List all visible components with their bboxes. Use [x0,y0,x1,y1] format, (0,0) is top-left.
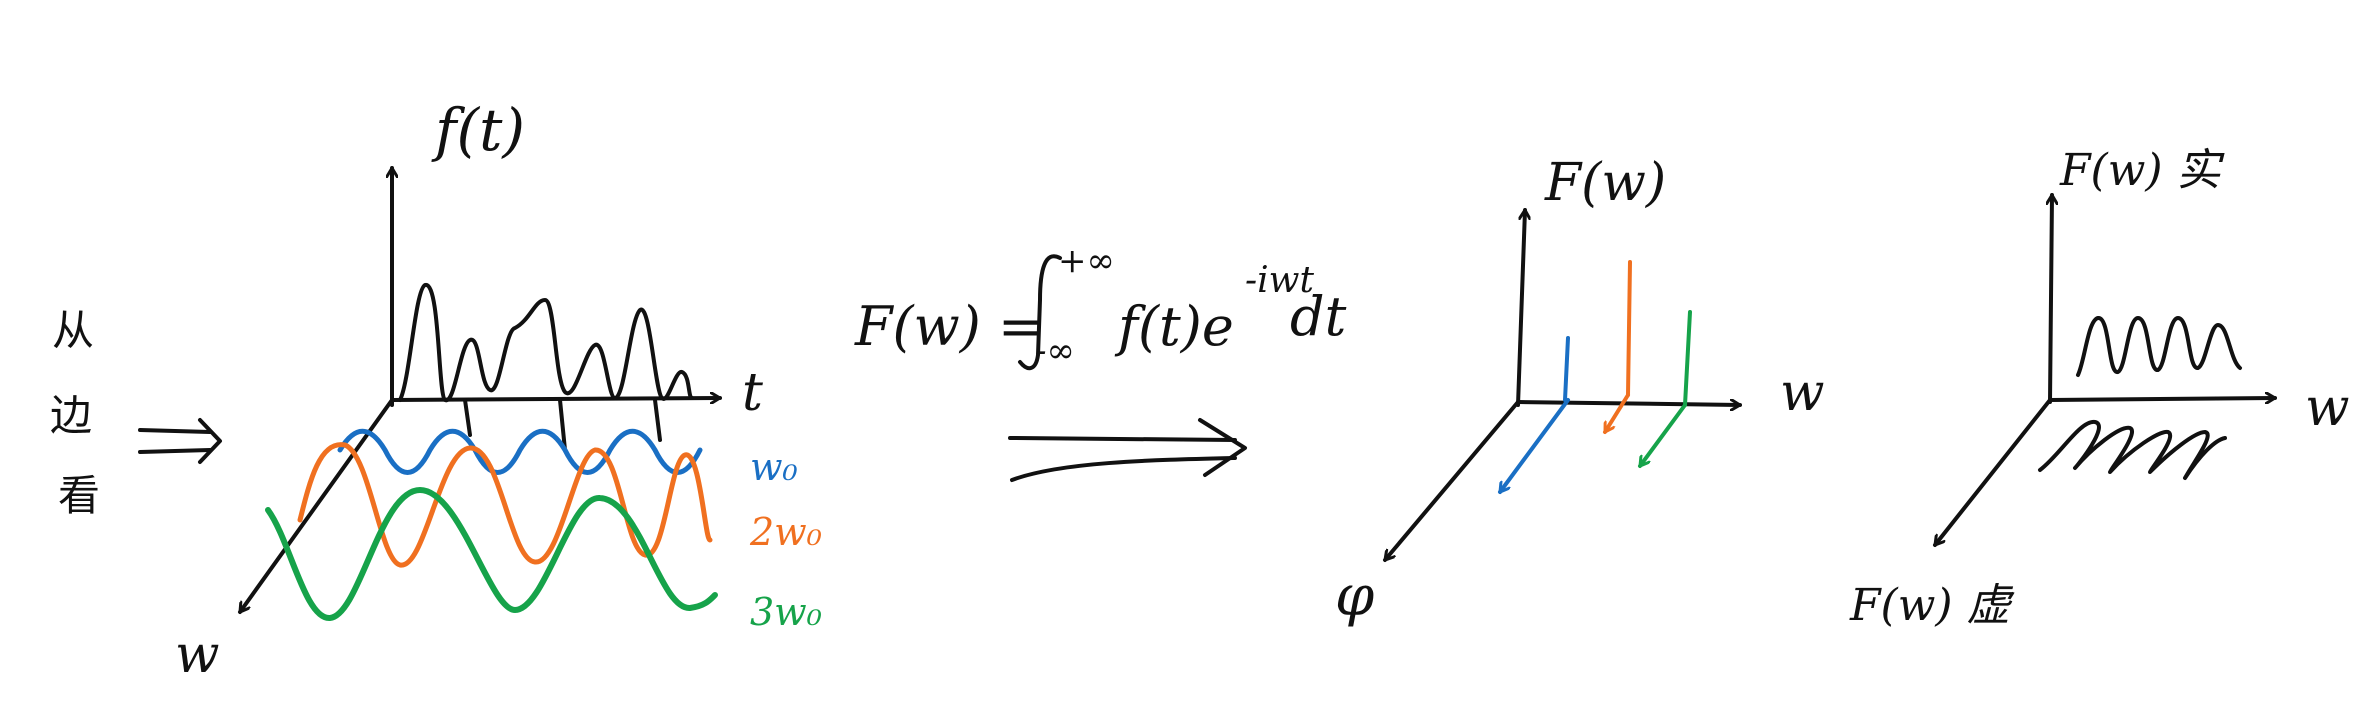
right-imag-axis [1933,398,2052,545]
mid-y-axis-label: F(w) [1544,153,1666,213]
formula-lhs: F(w) = [854,295,1043,358]
mid-w-axis-label: w [1780,363,1825,423]
left-y-axis-label: f(t) [431,96,525,164]
phase-arrow-w0 [1498,398,1570,492]
right-imag-axis-label: F(w) 虚 [1849,580,2016,631]
differential: dt [1290,285,1347,348]
wave-w0-label: w₀ [750,445,798,489]
spectrum-line-w0 [1563,336,1570,402]
phase-arrow-3w0 [1638,403,1687,466]
integrand: f(t)e [1114,295,1234,358]
time-signal-dips [463,398,662,452]
upper-limit: +∞ [1058,241,1115,281]
mid-y-axis [1516,210,1525,407]
wave-2w0-label: 2w₀ [749,510,822,554]
wave-w0 [337,428,703,475]
right-w-axis-label: w [2305,378,2350,438]
side-note-char-3: 看 [58,471,100,520]
right-panel: F(w) 实 w F(w) 虚 [1849,145,2350,631]
side-note-char-1: 从 [52,306,94,355]
left-w-axis [238,398,394,612]
middle-panel: F(w) w φ [1335,153,1825,629]
right-y-axis-label: F(w) 实 [2059,145,2226,196]
mid-phi-axis [1383,400,1520,560]
time-signal-curve [398,283,694,403]
lower-limit: -∞ [1035,331,1075,371]
right-y-axis [2050,195,2052,404]
left-panel: 从 边 看 f(t) t w w₀ 2w₀ 3w₀ [50,96,822,685]
spectrum-line-3w0 [1683,310,1692,407]
spectrum-line-2w0 [1626,260,1632,397]
integral-sign [1018,254,1062,371]
left-w-axis-label: w [175,625,220,685]
left-t-axis [390,398,720,400]
transform-arrow [1008,418,1247,482]
side-note-char-2: 边 [50,391,92,440]
wave-2w0 [297,442,713,568]
right-w-axis [2048,398,2275,400]
real-part-curve [2076,316,2242,377]
mid-phi-axis-label: φ [1335,564,1374,629]
wave-3w0-label: 3w₀ [750,590,822,634]
mid-w-axis [1516,402,1740,405]
wave-3w0 [265,486,718,621]
imag-part-curve [2038,420,2227,480]
view-direction-arrow [138,418,222,464]
exponent: -iwt [1245,260,1314,301]
phase-arrow-2w0 [1603,393,1630,432]
fourier-formula: F(w) = +∞ -∞ f(t)e -iwt dt [854,241,1347,371]
left-t-axis-label: t [742,363,763,423]
